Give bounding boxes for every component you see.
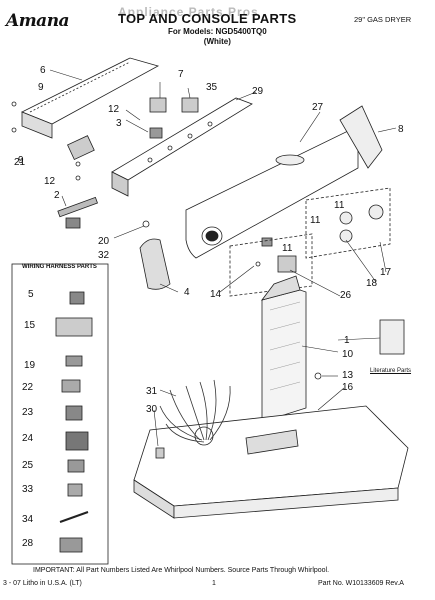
top-panel (133, 405, 409, 519)
callout: 12 (44, 176, 56, 187)
callout: 30 (146, 404, 158, 415)
callout: 26 (340, 290, 352, 301)
callout: 1 (344, 335, 350, 346)
callout: 28 (22, 538, 34, 549)
control-panel (111, 97, 253, 197)
callout: 13 (342, 370, 354, 381)
callout: 32 (98, 250, 110, 261)
literature-book (379, 319, 405, 355)
literature-label: Literature Parts (370, 368, 412, 374)
wire-harness (159, 379, 231, 443)
callout: 10 (342, 349, 354, 360)
brand-logo: Amana (6, 11, 70, 31)
page-title: TOP AND CONSOLE PARTS (118, 11, 297, 26)
callout: 11 (310, 215, 321, 226)
knobs (149, 97, 384, 273)
callout: 21 (14, 157, 26, 168)
callout: 9 (38, 82, 44, 93)
callout: 31 (146, 386, 158, 397)
callout-numbers: 6 9 9 7 35 29 27 8 12 3 21 12 2 20 32 4 … (14, 65, 404, 549)
callout: 6 (40, 65, 46, 76)
callout: 8 (398, 124, 404, 135)
callout: 23 (22, 407, 34, 418)
clip-30 (155, 447, 165, 459)
color-line: (White) (203, 37, 231, 46)
callout: 7 (178, 69, 184, 80)
models-line: For Models: NGD5400TQ0 (168, 27, 267, 36)
callout: 5 (28, 289, 34, 300)
lint-filter (260, 275, 307, 421)
callout: 12 (108, 104, 120, 115)
watermark: Appliance Parts Pros (118, 5, 259, 19)
callout: 11 (282, 243, 293, 254)
callout: 9 (18, 155, 24, 166)
footer-part-no: Part No. W10133609 Rev.A (318, 580, 404, 587)
callout: 19 (24, 360, 36, 371)
callout: 11 (334, 200, 345, 211)
end-cap-right (339, 105, 383, 169)
footer-important: IMPORTANT: All Part Numbers Listed Are W… (33, 567, 330, 574)
callout: 20 (98, 236, 110, 247)
callout: 16 (342, 382, 354, 393)
harness-box (11, 263, 109, 565)
callout: 29 (252, 86, 264, 97)
callout: 27 (312, 102, 324, 113)
models-block: For Models: NGD5400TQ0 (White) (168, 27, 267, 47)
callout: 25 (22, 460, 34, 471)
back-panel (21, 57, 160, 139)
harness-parts (55, 291, 93, 553)
callout: 24 (22, 433, 34, 444)
callout: 18 (366, 278, 378, 289)
dryer-type: 29" GAS DRYER (354, 15, 412, 24)
callout: 3 (116, 118, 122, 129)
callout: 22 (22, 382, 34, 393)
callout: 35 (206, 82, 218, 93)
footer-page: 1 (212, 580, 216, 587)
end-cap-left (139, 238, 171, 290)
footer-litho: 3 - 07 Litho in U.S.A. (LT) (3, 580, 82, 587)
callout: 4 (184, 287, 190, 298)
callout: 15 (24, 320, 36, 331)
callout: 2 (54, 190, 60, 201)
callout: 17 (380, 267, 392, 278)
callout: 33 (22, 484, 34, 495)
callout: 14 (210, 289, 222, 300)
harness-box-title: WIRING HARNESS PARTS (22, 264, 97, 270)
callout: 34 (22, 514, 34, 525)
small-parts (11, 101, 322, 380)
